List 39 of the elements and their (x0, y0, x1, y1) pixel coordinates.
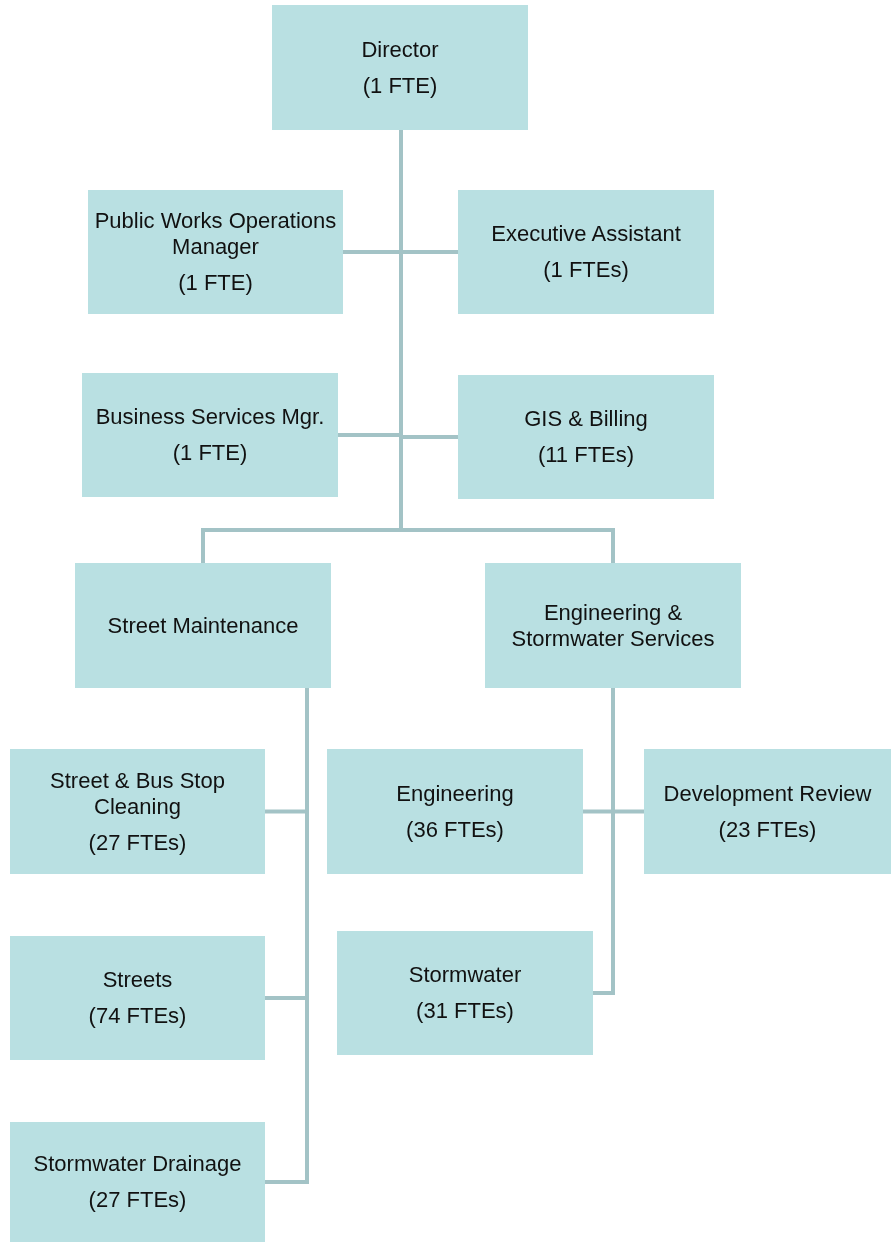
role-title: Engineering & Stormwater Services (510, 599, 716, 652)
org-box (75, 563, 331, 688)
org-box (485, 563, 741, 688)
fte-count: (74 FTEs) (88, 1003, 187, 1029)
org-box (327, 749, 583, 874)
role-title: GIS & Billing (524, 406, 648, 432)
fte-count: (27 FTEs) (88, 829, 187, 856)
role-title: Engineering (396, 780, 514, 807)
role-title: Director (361, 36, 439, 63)
role-title: Business Services Mgr. (95, 404, 325, 430)
fte-count: (1 FTE) (362, 72, 438, 99)
org-box (272, 5, 528, 130)
role-title: Street & Bus Stop Cleaning (49, 767, 226, 820)
connector-line (593, 688, 615, 995)
org-box (10, 1122, 265, 1242)
fte-count: (11 FTEs) (537, 442, 635, 468)
org-box (10, 749, 265, 874)
fte-count: (1 FTE) (178, 270, 253, 296)
role-title: Public Works Operations Manager (94, 208, 337, 260)
org-box (458, 375, 714, 499)
fte-count: (1 FTEs) (543, 257, 629, 283)
fte-count: (31 FTEs) (416, 998, 514, 1024)
org-box (82, 373, 338, 497)
org-box (337, 931, 593, 1055)
org-box (458, 190, 714, 314)
role-title: Stormwater (408, 962, 522, 988)
role-title: Street Maintenance (107, 612, 299, 639)
role-title: Stormwater Drainage (33, 1151, 242, 1177)
fte-count: (1 FTE) (172, 440, 248, 466)
fte-count: (36 FTEs) (406, 816, 504, 843)
fte-count: (23 FTEs) (718, 816, 817, 843)
role-title: Streets (102, 967, 173, 993)
role-title: Development Review (663, 780, 872, 807)
org-box (10, 936, 265, 1060)
connector-line (265, 688, 309, 1184)
org-box (644, 749, 891, 874)
fte-count: (27 FTEs) (88, 1187, 187, 1213)
role-title: Executive Assistant (491, 221, 681, 247)
org-box (88, 190, 343, 314)
